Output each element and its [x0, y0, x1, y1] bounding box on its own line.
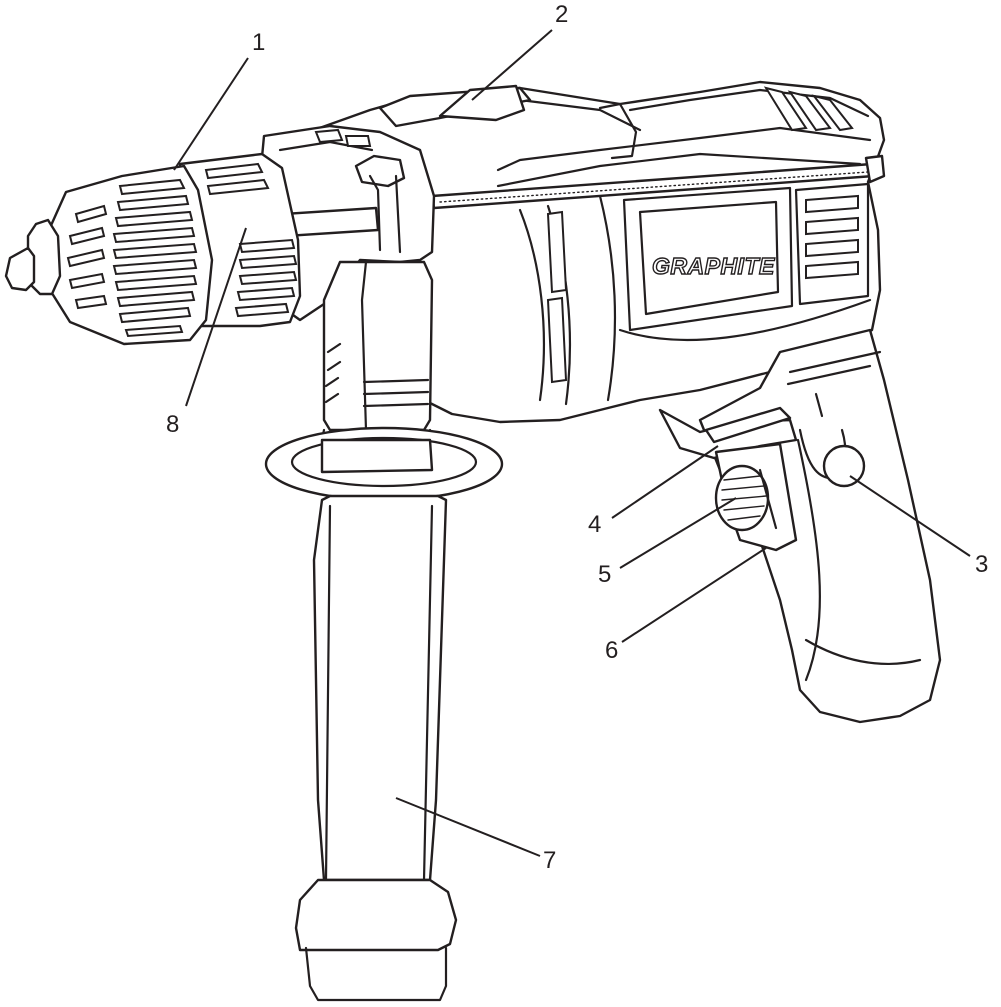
drilling-mode-selector	[378, 84, 638, 160]
leader-2	[471, 29, 553, 101]
callout-1: 1	[252, 29, 265, 56]
brand-logo: GRAPHITE	[652, 253, 775, 279]
trigger-lock-button	[822, 444, 866, 488]
trigger-assembly	[658, 406, 798, 552]
leader-8	[185, 227, 247, 407]
auxiliary-handle	[264, 260, 504, 1002]
callout-6: 6	[605, 637, 618, 664]
callout-7: 7	[543, 847, 556, 874]
motor-housing	[298, 80, 886, 424]
direction-switch	[704, 406, 792, 444]
leader-5	[619, 497, 737, 569]
leader-1	[173, 57, 249, 171]
callout-5: 5	[598, 561, 611, 588]
callout-labels: 1 2 3 4 5 6 7 8	[166, 1, 988, 874]
callout-3: 3	[975, 551, 988, 578]
leader-6	[621, 547, 767, 643]
callout-2: 2	[555, 1, 568, 28]
keyless-chuck	[4, 152, 302, 346]
callout-leaders	[173, 29, 971, 857]
leader-3	[849, 475, 971, 557]
leader-4	[611, 445, 719, 519]
chuck-grip-ribs	[66, 162, 298, 338]
leader-7	[395, 797, 541, 857]
callout-4: 4	[588, 511, 601, 538]
callout-8: 8	[166, 411, 179, 438]
